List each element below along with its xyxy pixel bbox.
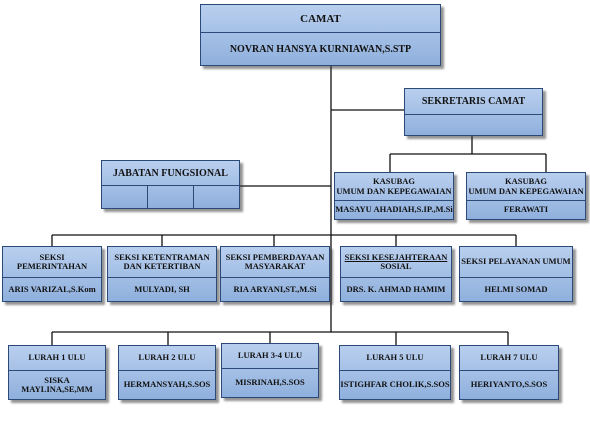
- lurah-box-2: LURAH 2 ULU HERMANSYAH,S.SOS: [118, 345, 216, 400]
- jabatan-fungsional-slots: [102, 186, 239, 208]
- seksi-title-4: SEKSI KESEJAHTERAAN SOSIAL: [341, 247, 451, 278]
- kasubag-box-2: KASUBAG UMUM DAN KEPEGAWAIAN FERAWATI: [466, 172, 586, 220]
- kasubag-name-1: MASAYU AHADIAH,S.IP.,M.Si: [335, 204, 453, 215]
- seksi-title-line: SOSIAL: [380, 261, 412, 271]
- jabatan-slot: [194, 186, 239, 208]
- jabatan-fungsional-box: JABATAN FUNGSIONAL: [101, 160, 240, 209]
- seksi-box-4: SEKSI KESEJAHTERAAN SOSIAL DRS. K. AHMAD…: [340, 246, 452, 302]
- seksi-title-line: SEKSI PEMBERDAYAAN: [225, 251, 325, 262]
- seksi-title-5: SEKSI PELAYANAN UMUM: [460, 247, 572, 278]
- sekretaris-box: SEKRETARIS CAMAT: [404, 88, 543, 136]
- lurah-title-3: LURAH 3-4 ULU: [222, 344, 318, 369]
- lurah-name-1: SISKA MAYLINA,SE,MM: [21, 374, 93, 394]
- seksi-box-1: SEKSI PEMERINTAHAN ARIS VARIZAL,S.Kom: [2, 246, 102, 302]
- jabatan-fungsional-title: JABATAN FUNGSIONAL: [102, 161, 239, 186]
- seksi-title-1: SEKSI PEMERINTAHAN: [3, 247, 101, 278]
- kasubag-title-1: KASUBAG UMUM DAN KEPEGAWAIAN: [335, 173, 453, 201]
- sekretaris-name: [405, 115, 542, 135]
- seksi-name-2: MULYADI, SH: [134, 283, 190, 294]
- seksi-title-line: SEKSI KETENTRAMAN: [114, 251, 210, 262]
- kasubag-title-line: UMUM DAN KEPEGAWAIAN: [468, 185, 584, 196]
- lurah-title-1: LURAH 1 ULU: [9, 346, 105, 371]
- seksi-name-3: RIA ARYANI,ST.,M.Si: [233, 283, 317, 294]
- lurah-box-5: LURAH 7 ULU HERIYANTO,S.SOS: [459, 345, 559, 400]
- sekretaris-title: SEKRETARIS CAMAT: [405, 89, 542, 115]
- kasubag-title-line: KASUBAG: [504, 176, 548, 186]
- kasubag-name-2: FERAWATI: [503, 204, 549, 215]
- seksi-title-line: DAN KETERTIBAN: [123, 261, 201, 271]
- lurah-box-4: LURAH 5 ULU ISTIGHFAR CHOLIK,S.SOS: [339, 345, 451, 400]
- kasubag-title-line: KASUBAG: [372, 176, 416, 186]
- seksi-name-4: DRS. K. AHMAD HAMIM: [346, 283, 446, 294]
- kasubag-box-1: KASUBAG UMUM DAN KEPEGAWAIAN MASAYU AHAD…: [334, 172, 454, 220]
- seksi-title-line: SEKSI: [39, 251, 65, 262]
- camat-name: NOVRAN HANSYA KURNIAWAN,S.STP: [229, 43, 412, 55]
- lurah-title-5: LURAH 7 ULU: [460, 346, 558, 371]
- seksi-title-2: SEKSI KETENTRAMAN DAN KETERTIBAN: [108, 247, 216, 278]
- seksi-box-5: SEKSI PELAYANAN UMUM HELMI SOMAD: [459, 246, 573, 302]
- lurah-name-3: MISRINAH,S.SOS: [235, 377, 305, 388]
- seksi-box-2: SEKSI KETENTRAMAN DAN KETERTIBAN MULYADI…: [107, 246, 217, 302]
- seksi-title-line: PEMERINTAHAN: [16, 261, 88, 271]
- kasubag-title-2: KASUBAG UMUM DAN KEPEGAWAIAN: [467, 173, 585, 201]
- lurah-title-4: LURAH 5 ULU: [340, 346, 450, 371]
- jabatan-slot: [102, 186, 148, 208]
- seksi-title-3: SEKSI PEMBERDAYAAN MASYARAKAT: [221, 247, 329, 278]
- seksi-title-line: MASYARAKAT: [244, 261, 306, 271]
- seksi-name-1: ARIS VARIZAL,S.Kom: [8, 283, 96, 294]
- jabatan-slot: [148, 186, 194, 208]
- seksi-title-line: SEKSI KESEJAHTERAAN: [344, 251, 448, 262]
- lurah-box-3: LURAH 3-4 ULU MISRINAH,S.SOS: [221, 343, 319, 398]
- kasubag-title-line: UMUM DAN KEPEGAWAIAN: [336, 185, 452, 196]
- camat-title: CAMAT: [201, 5, 440, 33]
- seksi-box-3: SEKSI PEMBERDAYAAN MASYARAKAT RIA ARYANI…: [220, 246, 330, 302]
- lurah-name-2: HERMANSYAH,S.SOS: [123, 379, 211, 390]
- lurah-title-2: LURAH 2 ULU: [119, 346, 215, 371]
- lurah-name-5: HERIYANTO,S.SOS: [470, 379, 548, 390]
- lurah-name-4: ISTIGHFAR CHOLIK,S.SOS: [340, 379, 450, 390]
- lurah-box-1: LURAH 1 ULU SISKA MAYLINA,SE,MM: [8, 345, 106, 400]
- seksi-name-5: HELMI SOMAD: [484, 283, 548, 294]
- camat-box: CAMAT NOVRAN HANSYA KURNIAWAN,S.STP: [200, 4, 441, 66]
- seksi-title-line: SEKSI PELAYANAN UMUM: [461, 256, 571, 267]
